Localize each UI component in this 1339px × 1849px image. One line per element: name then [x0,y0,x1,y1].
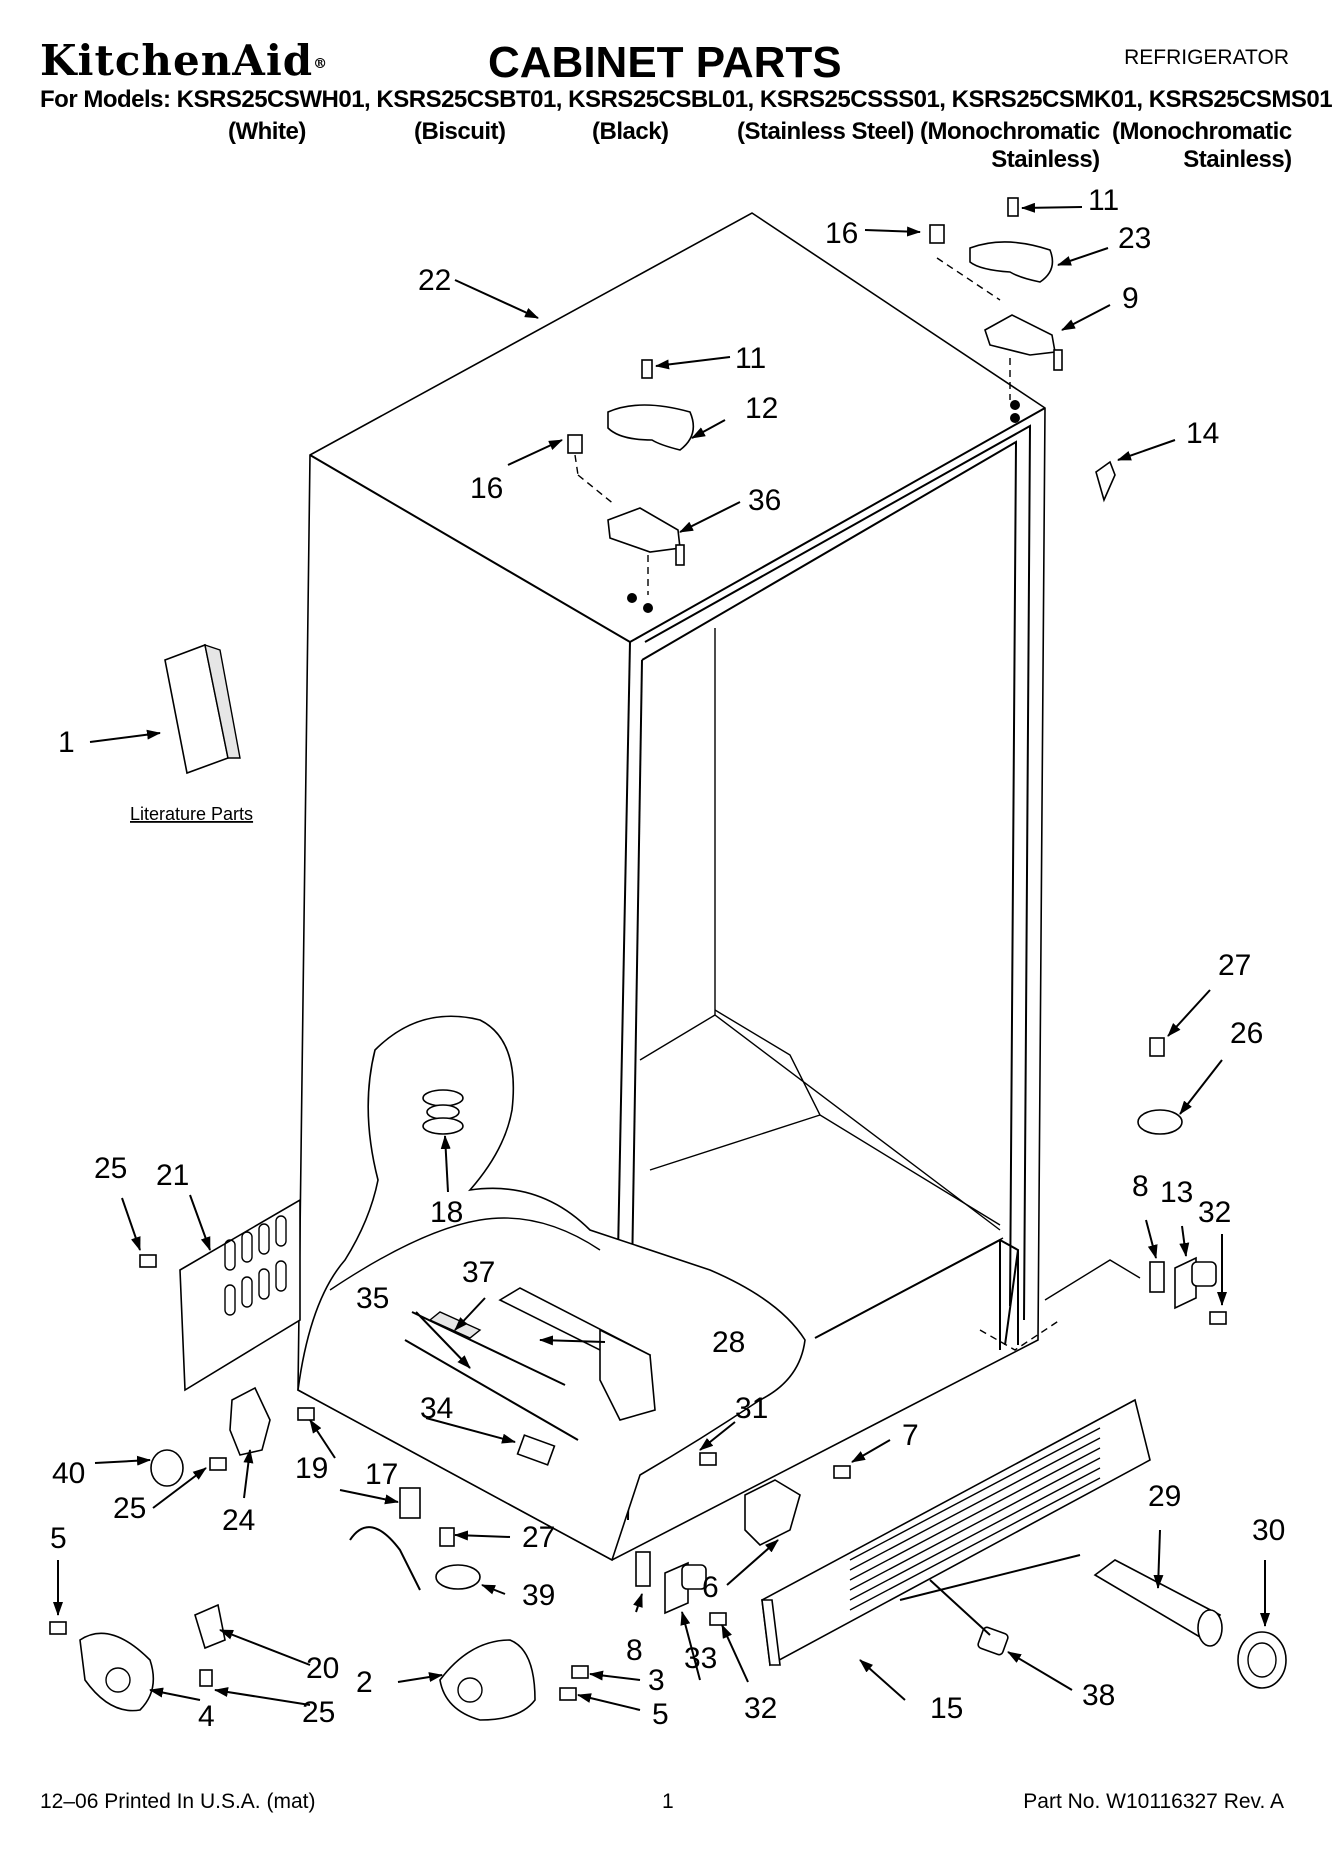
part-40-bracket [150,1449,184,1487]
variant-black: (Black) [592,118,669,145]
brand-name: KitchenAid [40,36,314,85]
variant-monochromatic-2: (Monochromatic Stainless) [1112,118,1292,173]
callout-1: 1 [58,726,75,759]
callout-8-right: 8 [1132,1170,1149,1203]
callout-18: 18 [430,1196,463,1229]
part-26-bracket [1137,1109,1183,1135]
part-15-grille [761,1398,1151,1667]
callout-labels: 1 22 11 12 16 36 16 11 23 9 14 27 26 8 1… [50,184,1285,1733]
callout-26: 26 [1230,1017,1263,1050]
callout-15: 15 [930,1692,963,1725]
part-6-bracket [744,1479,801,1546]
screws [49,1037,1227,1701]
callout-24: 24 [222,1504,255,1537]
callout-38: 38 [1082,1679,1115,1712]
callout-25-bottom: 25 [302,1696,335,1729]
callout-11-right: 11 [1088,184,1119,217]
callout-23: 23 [1118,222,1151,255]
callout-29: 29 [1148,1480,1181,1513]
top-hinge-left [567,359,695,613]
part-39-bracket [435,1564,481,1590]
callout-16-left: 16 [470,472,503,505]
print-info: 12–06 Printed In U.S.A. (mat) [40,1790,316,1813]
callout-34: 34 [420,1392,453,1425]
callout-27-lower: 27 [522,1521,555,1554]
part-38-bushing [977,1626,1009,1656]
callout-33: 33 [684,1642,717,1675]
callout-31: 31 [735,1392,768,1425]
part-33-leveler [664,1561,707,1615]
callout-16-right: 16 [825,217,858,250]
callout-7: 7 [902,1419,919,1452]
literature-parts [164,643,241,775]
variant-white: (White) [228,118,306,145]
model-list: For Models: KSRS25CSWH01, KSRS25CSBT01, … [40,86,1333,113]
registered-mark: ® [313,56,329,72]
part-19-tubing [349,1487,421,1591]
callout-32-right: 32 [1198,1196,1231,1229]
callout-2: 2 [356,1666,373,1699]
callout-13: 13 [1160,1176,1193,1209]
callout-35: 35 [356,1282,389,1315]
part-20-clip [194,1603,226,1650]
callout-36: 36 [748,484,781,517]
callout-27-right: 27 [1218,949,1251,982]
part-30-filter-cap [1237,1631,1287,1689]
part-8-plate [635,1261,1165,1587]
part-2-roller [439,1639,536,1721]
part-number: Part No. W10116327 Rev. A [1023,1790,1284,1813]
callout-3: 3 [648,1664,665,1697]
callout-20: 20 [306,1652,339,1685]
leader-arrows [53,202,1270,1711]
callout-25-top: 25 [94,1152,127,1185]
brand-logo: KitchenAid® [40,36,328,85]
product-category: REFRIGERATOR [1124,46,1289,69]
callout-39: 39 [522,1579,555,1612]
callout-40: 40 [52,1457,85,1490]
page-title: CABINET PARTS [488,38,842,87]
callout-12: 12 [745,392,778,425]
callout-8-lower: 8 [626,1634,643,1667]
callout-37: 37 [462,1256,495,1289]
callout-5-lower: 5 [652,1698,669,1731]
callout-4: 4 [198,1700,215,1733]
callout-30: 30 [1252,1514,1285,1547]
variant-monochromatic-1: (Monochromatic Stainless) [920,118,1100,173]
part-28-tray [404,1287,656,1466]
callout-17: 17 [365,1458,398,1491]
callout-32-lower: 32 [744,1692,777,1725]
part-18-grommet [422,1089,464,1135]
callout-11-left: 11 [735,342,766,375]
top-hinge-right [929,197,1116,503]
callout-14: 14 [1186,417,1219,450]
callout-25-middle: 25 [113,1492,146,1525]
part-4-roller [79,1632,155,1712]
part-21-rear-panel [179,1198,301,1392]
variant-biscuit: (Biscuit) [414,118,506,145]
insulation-cutaway [297,1015,806,1562]
callout-6: 6 [702,1571,719,1604]
callout-5-left: 5 [50,1522,67,1555]
callout-9: 9 [1122,282,1139,315]
part-13-leveler [1174,1256,1217,1310]
page-number: 1 [662,1790,674,1813]
variant-stainless-steel: (Stainless Steel) [737,118,914,145]
callout-28: 28 [712,1326,745,1359]
callout-19: 19 [295,1452,328,1485]
part-29-filter [1093,1559,1223,1647]
callout-21: 21 [156,1159,189,1192]
callout-22: 22 [418,264,451,297]
part-24-bracket [229,1386,271,1456]
literature-parts-label: Literature Parts [130,804,253,824]
